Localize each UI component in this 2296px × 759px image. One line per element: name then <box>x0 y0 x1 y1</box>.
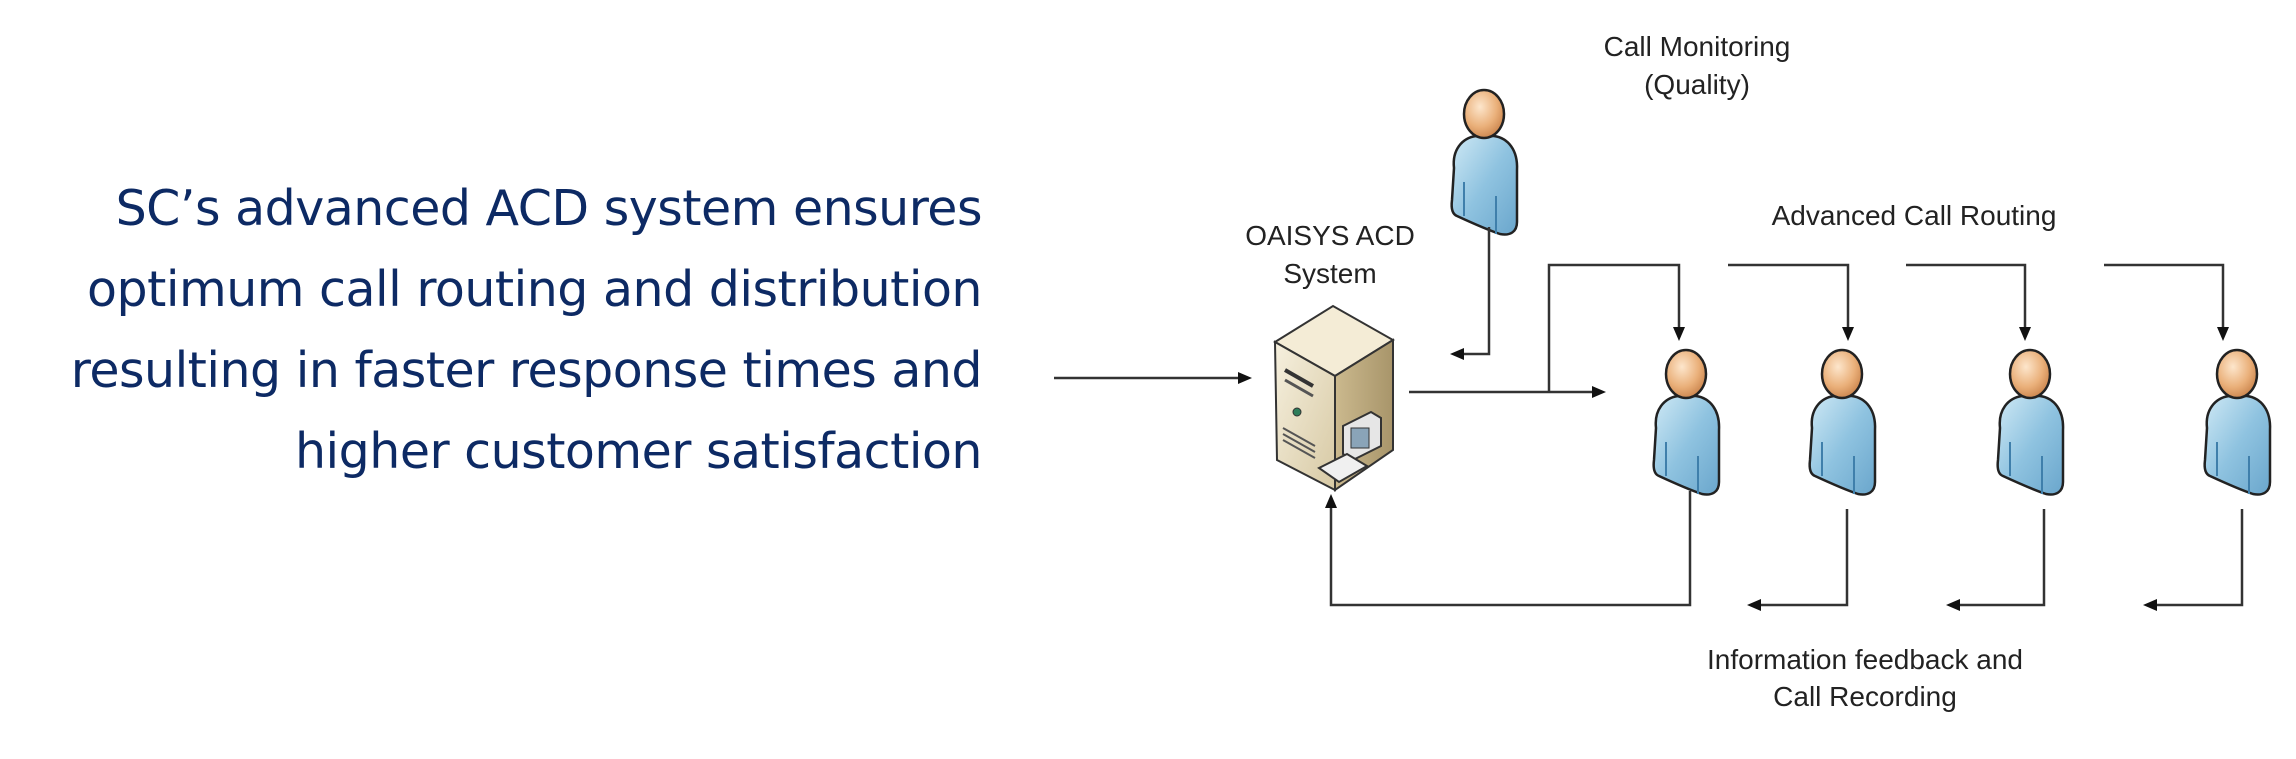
acd-system-sublabel: System <box>1283 258 1376 289</box>
statement-text: SC’s advanced ACD system ensures optimum… <box>20 168 983 492</box>
incoming-call-arrow <box>1054 372 1252 384</box>
feedback-arrow-agent-1 <box>1325 491 1692 607</box>
agent-3-person-icon <box>1996 348 2065 496</box>
agent-1-person-icon <box>1652 348 1721 496</box>
supervisor-person-icon <box>1450 88 1519 236</box>
feedback-arrow-agent-3 <box>1946 509 2046 611</box>
route-arrow-agent-1 <box>1409 263 1685 398</box>
advanced-call-routing-label: Advanced Call Routing <box>1772 200 2057 231</box>
acd-system-label: OAISYS ACD <box>1245 220 1415 251</box>
acd-server-icon <box>1273 304 1395 492</box>
call-monitoring-sublabel: (Quality) <box>1644 69 1750 100</box>
route-arrow-agent-2 <box>1728 263 1854 341</box>
statement-line-3: resulting in faster response times and <box>70 342 983 399</box>
feedback-label: Information feedback and <box>1707 644 2023 675</box>
agent-2-person-icon <box>1808 348 1877 496</box>
feedback-sublabel: Call Recording <box>1773 681 1957 712</box>
route-arrow-agent-3 <box>1906 263 2031 341</box>
statement-line-4: higher customer satisfaction <box>294 423 983 480</box>
agent-4-person-icon <box>2203 348 2272 496</box>
feedback-arrow-agent-2 <box>1747 509 1849 611</box>
call-monitoring-label: Call Monitoring <box>1604 31 1791 62</box>
statement-line-2: optimum call routing and distribution <box>87 261 982 318</box>
route-arrow-agent-4 <box>2104 263 2229 341</box>
monitoring-arrow <box>1450 227 1491 360</box>
feedback-arrow-agent-4 <box>2143 509 2244 611</box>
statement-line-1: SC’s advanced ACD system ensures <box>115 180 983 237</box>
